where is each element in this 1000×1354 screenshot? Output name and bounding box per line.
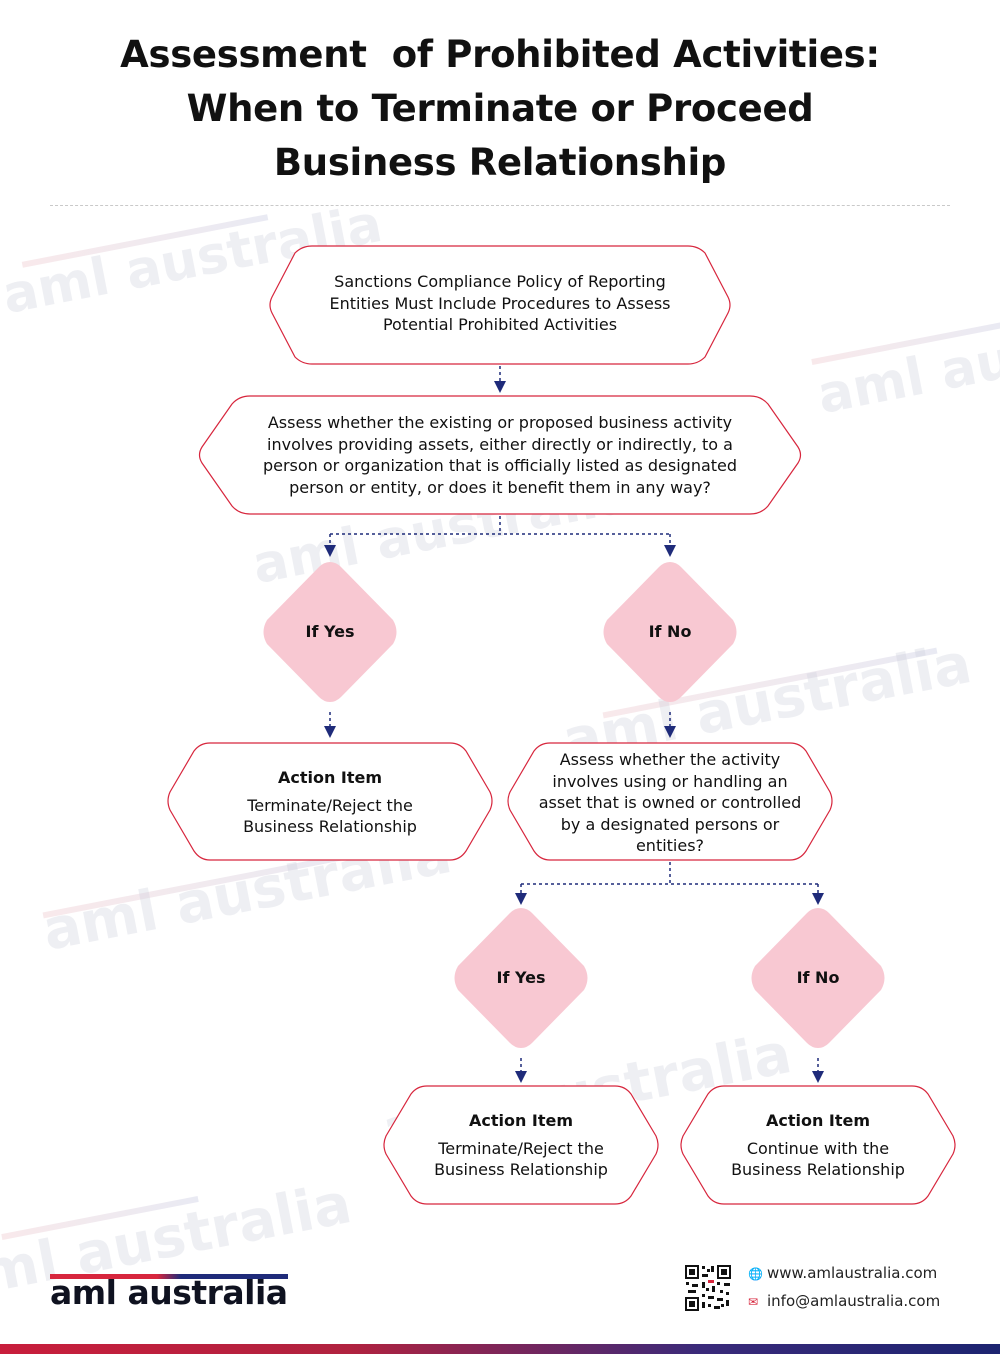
assess2-node-shape xyxy=(507,742,833,861)
globe-icon: 🌐 xyxy=(748,1267,763,1281)
yes2-diamond-shape xyxy=(454,908,588,1048)
title-divider xyxy=(50,205,950,206)
title-line-3: Business Relationship xyxy=(273,141,727,184)
email-link[interactable]: ✉ info@amlaustralia.com xyxy=(748,1292,940,1310)
website-link[interactable]: 🌐 www.amlaustralia.com xyxy=(748,1264,937,1282)
action1-node-text: Action Item Terminate/Reject the Busines… xyxy=(190,767,470,838)
title-line-1: Assessment of Prohibited Activities: xyxy=(120,33,880,76)
logo-text: aml australia xyxy=(50,1273,288,1312)
assess2-line-4: by a designated persons or xyxy=(560,814,780,834)
action2-node-text: Action Item Terminate/Reject the Busines… xyxy=(396,1110,646,1181)
yes2-label: If Yes xyxy=(496,968,546,987)
assess2-line-2: involves using or handling an xyxy=(552,771,788,791)
no2-label: If No xyxy=(796,968,840,987)
no1-label: If No xyxy=(648,622,692,641)
action3-node-shape xyxy=(680,1085,956,1205)
assess2-line-5: entities? xyxy=(635,836,705,855)
action2-node-shape xyxy=(383,1085,659,1205)
action2-line-1: Terminate/Reject the xyxy=(438,1138,604,1158)
title-line-2: When to Terminate or Proceed xyxy=(186,87,814,130)
website-text: www.amlaustralia.com xyxy=(767,1264,938,1282)
policy-node-shape xyxy=(269,245,731,365)
assess2-node-text: Assess whether the activity involves usi… xyxy=(520,749,820,857)
action3-line-2: Business Relationship xyxy=(731,1160,905,1179)
action3-node-text: Action Item Continue with the Business R… xyxy=(693,1110,943,1181)
action1-line-2: Business Relationship xyxy=(243,817,417,836)
action1-heading: Action Item xyxy=(277,768,383,787)
action2-heading: Action Item xyxy=(468,1111,574,1130)
yes1-label: If Yes xyxy=(305,622,355,641)
yes1-diamond-shape xyxy=(263,562,397,702)
assess1-node-text: Assess whether the existing or proposed … xyxy=(215,412,785,498)
assess1-line-2: involves providing assets, either direct… xyxy=(267,434,733,454)
policy-line-2: Entities Must Include Procedures to Asse… xyxy=(329,293,671,313)
bottom-gradient-bar xyxy=(0,1344,1000,1354)
logo-accent-bar xyxy=(50,1274,288,1279)
action3-line-1: Continue with the xyxy=(746,1138,890,1158)
brand-logo[interactable]: aml australia xyxy=(50,1270,290,1312)
policy-node-text: Sanctions Compliance Policy of Reporting… xyxy=(285,271,715,336)
policy-line-1: Sanctions Compliance Policy of Reporting xyxy=(334,272,666,291)
qr-code-icon xyxy=(684,1264,732,1312)
connector-assess2-split xyxy=(521,862,818,885)
page-title: Assessment of Prohibited Activities: Whe… xyxy=(0,28,1000,190)
action2-line-2: Business Relationship xyxy=(434,1160,608,1179)
connector-assess1-split xyxy=(330,516,670,535)
assess1-line-3: person or organization that is officiall… xyxy=(262,456,738,475)
action1-node-shape xyxy=(167,742,493,861)
assess1-node-shape xyxy=(198,395,802,515)
envelope-icon: ✉ xyxy=(748,1295,759,1309)
action3-heading: Action Item xyxy=(765,1111,871,1130)
policy-line-3: Potential Prohibited Activities xyxy=(382,315,618,334)
assess2-line-3: asset that is owned or controlled xyxy=(538,793,802,812)
assess2-line-1: Assess whether the activity xyxy=(559,750,781,769)
action1-line-1: Terminate/Reject the xyxy=(247,795,413,815)
assess1-line-4: person or entity, or does it benefit the… xyxy=(289,477,711,497)
no1-diamond-shape xyxy=(603,562,737,702)
assess1-line-1: Assess whether the existing or proposed … xyxy=(267,413,733,432)
email-text: info@amlaustralia.com xyxy=(767,1292,941,1310)
no2-diamond-shape xyxy=(751,908,885,1048)
